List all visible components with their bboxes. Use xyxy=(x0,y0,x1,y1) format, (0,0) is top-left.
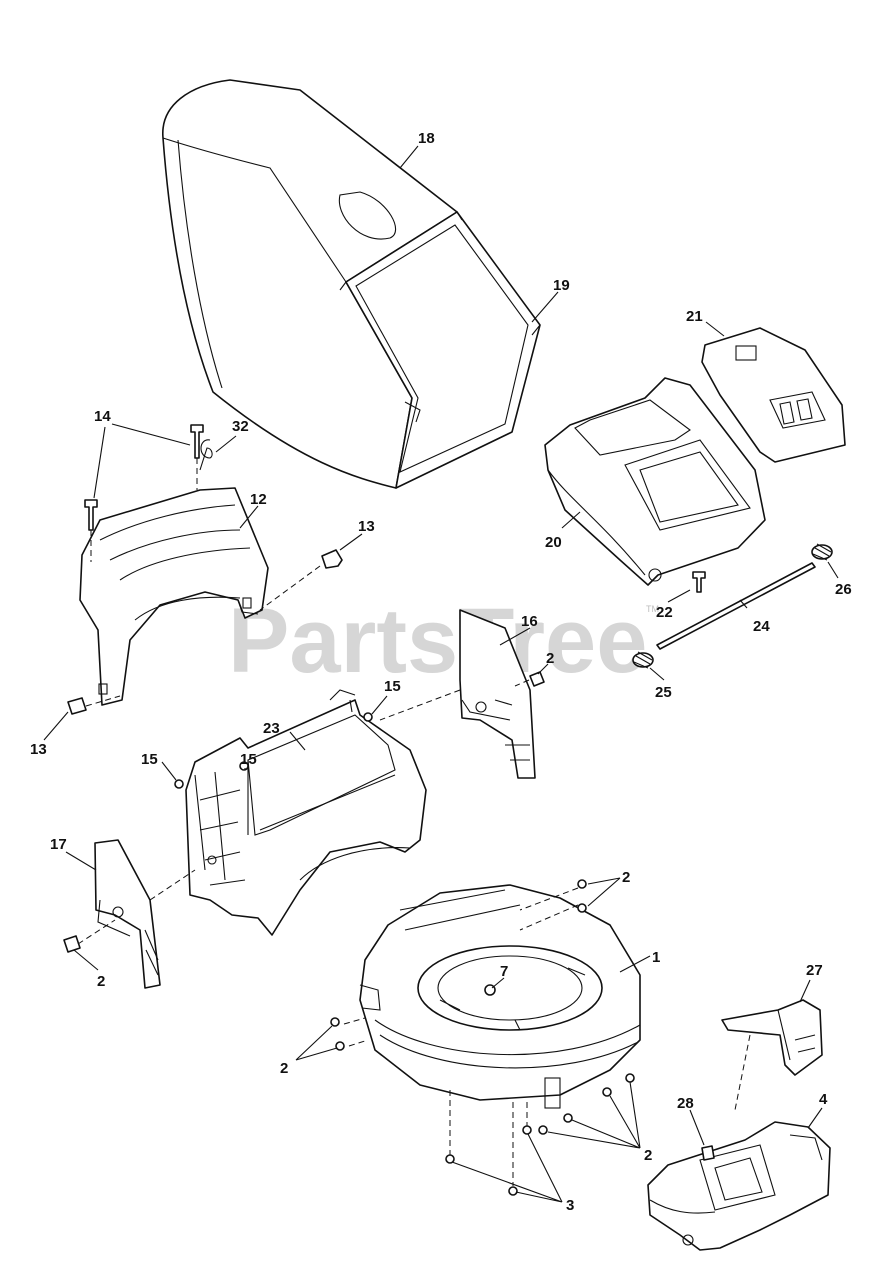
part-12-rear-door[interactable] xyxy=(79,487,269,706)
callout-15-top: 15 xyxy=(384,678,401,695)
part-3-screws[interactable] xyxy=(445,1125,532,1196)
callout-17: 17 xyxy=(50,836,67,853)
part-2-screw-17[interactable] xyxy=(63,935,81,953)
callout-24: 24 xyxy=(753,618,770,635)
callout-28: 28 xyxy=(677,1095,694,1112)
callout-12: 12 xyxy=(250,491,267,508)
part-26-spring[interactable] xyxy=(811,543,833,561)
callout-4: 4 xyxy=(819,1091,828,1108)
callout-22: 22 xyxy=(656,604,673,621)
callout-2-left-plate: 2 xyxy=(97,973,105,990)
callout-20: 20 xyxy=(545,534,562,551)
part-20-engine-cover[interactable] xyxy=(544,377,766,586)
part-2-screw-16[interactable] xyxy=(529,671,545,687)
part-4-mulch-plug[interactable] xyxy=(647,1121,831,1251)
watermark-trademark: TM xyxy=(646,604,659,614)
part-16-side-plate[interactable] xyxy=(459,609,536,779)
callout-26: 26 xyxy=(835,581,852,598)
callout-2-deck-left: 2 xyxy=(280,1060,288,1077)
callout-14: 14 xyxy=(94,408,111,425)
callout-21: 21 xyxy=(686,308,703,325)
callout-15-left: 15 xyxy=(141,751,158,768)
part-17-side-plate[interactable] xyxy=(94,839,161,989)
callout-2-deck-bottom: 2 xyxy=(644,1147,652,1164)
part-15-nuts[interactable] xyxy=(174,712,373,789)
part-24-rod[interactable] xyxy=(656,562,816,650)
callout-2-side-plate: 2 xyxy=(546,650,554,667)
part-23-rear-frame[interactable] xyxy=(185,689,427,936)
part-22-screw[interactable] xyxy=(692,571,706,593)
callout-1: 1 xyxy=(652,949,660,966)
callout-27: 27 xyxy=(806,962,823,979)
part-32-pin[interactable] xyxy=(199,439,213,471)
watermark-text: PartsTree xyxy=(228,590,647,692)
part-18-grass-bag[interactable] xyxy=(162,79,541,489)
callout-32: 32 xyxy=(232,418,249,435)
part-25-spring[interactable] xyxy=(632,651,654,669)
callout-labels: 18 19 21 20 22 24 26 25 14 32 12 13 13 1… xyxy=(30,130,852,1214)
callout-23: 23 xyxy=(263,720,280,737)
part-1-deck[interactable] xyxy=(359,884,641,1109)
part-2-screws-deck[interactable] xyxy=(330,879,635,1135)
callout-3: 3 xyxy=(566,1197,574,1214)
callout-13-top: 13 xyxy=(358,518,375,535)
callout-7: 7 xyxy=(500,963,508,980)
callout-15-middle: 15 xyxy=(240,751,257,768)
callout-13-bottom: 13 xyxy=(30,741,47,758)
part-14-bolts[interactable] xyxy=(84,424,204,531)
callout-2-deck-top: 2 xyxy=(622,869,630,886)
leader-lines xyxy=(43,145,839,1203)
part-28-screw[interactable] xyxy=(701,1145,715,1161)
part-27-deflector[interactable] xyxy=(721,999,823,1076)
part-21-control-panel[interactable] xyxy=(701,327,846,463)
callout-19: 19 xyxy=(553,277,570,294)
callout-25: 25 xyxy=(655,684,672,701)
callout-16: 16 xyxy=(521,613,538,630)
part-13-shoulder-bolts[interactable] xyxy=(67,549,343,715)
callout-18: 18 xyxy=(418,130,435,147)
